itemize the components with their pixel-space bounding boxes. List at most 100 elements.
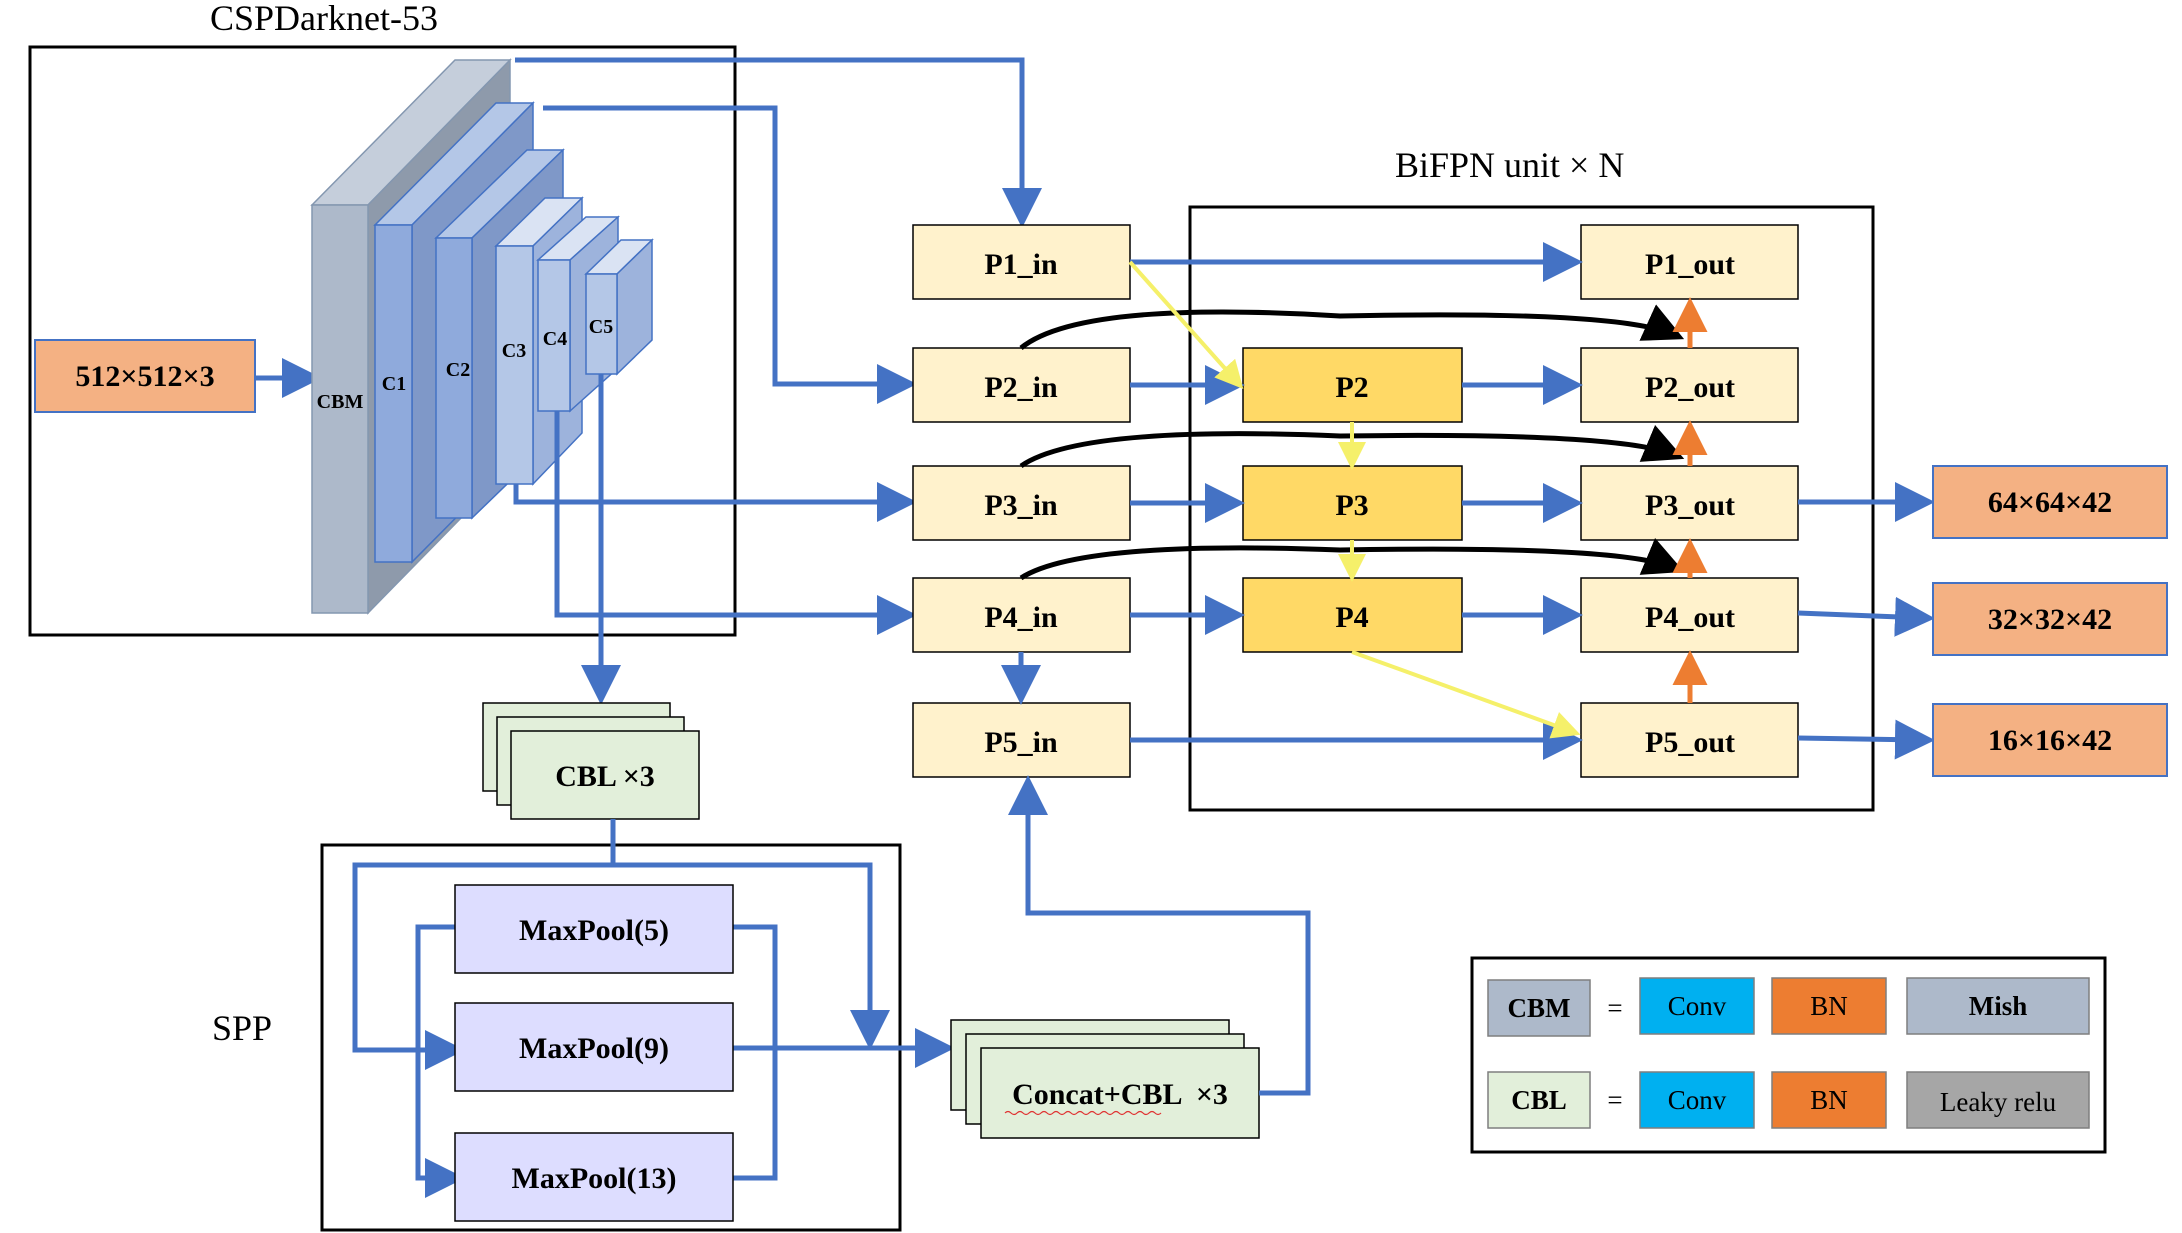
c3-to-p3in-arrow [513,482,917,522]
p3in-to-p3out-skip [1019,424,1685,469]
c4-layer-label: C4 [543,328,567,350]
c2-layer [435,237,473,519]
legend-cbl-eq: = [1607,1085,1622,1115]
concat-to-p5in-arrow [1008,775,1311,1096]
maxpool-13-box [454,1132,734,1222]
legend-cbm-mish-box [1906,977,2090,1035]
c1-layer [374,224,413,563]
output-shape-3-label: 16×16×42 [1988,724,2112,757]
input-shape-label: 512×512×3 [75,360,214,393]
p3-mid-label: P3 [1335,489,1368,522]
p4-mid-node [1242,577,1463,653]
p3-out-label: P3_out [1645,489,1735,522]
p5out-to-output-arrow [1797,719,1935,760]
p2-out-label: P2_out [1645,371,1735,404]
maxpool-merge-line [733,924,778,1181]
c3-layer [495,245,534,485]
cbm-layer [311,204,369,614]
p4-mid-label: P4 [1335,601,1368,634]
p-in-column: P1_in P2_in P3_in P4_in P5_in [912,224,1131,778]
p2in-to-p2out-skip [1019,304,1685,350]
legend-frame [1470,956,2107,1154]
c3-layer-label: C3 [502,340,526,362]
legend-cbm-bn-box [1771,977,1887,1035]
cbl-stack-front [510,730,700,820]
legend-cbl-leaky-label: Leaky relu [1940,1087,2057,1117]
maxpool-5-label: MaxPool(5) [519,914,669,947]
legend-cbm-conv-label: Conv [1668,991,1727,1021]
legend-cbm-bn-label: BN [1810,991,1848,1021]
p3-in-label: P3_in [984,489,1058,522]
legend-cbl-leaky-box [1906,1071,2090,1129]
backbone-title: CSPDarknet-53 [210,0,438,38]
legend-cbm-label: CBM [1508,993,1571,1023]
p2-in-label: P2_in [984,371,1058,404]
maxpool-9-box [454,1002,734,1092]
concat-label: Concat+CBL ×3 [1012,1078,1228,1111]
bifpn-title: BiFPN unit × N [1395,145,1624,185]
p1-out-label: P1_out [1645,248,1735,281]
output-shape-1-label: 64×64×42 [1988,486,2112,519]
c2-layer-label: C2 [446,359,470,381]
concat-spell-underline [1004,1110,1162,1116]
maxpool-13-label: MaxPool(13) [512,1162,677,1195]
p4-in-label: P4_in [984,601,1058,634]
legend-cbl-label: CBL [1511,1085,1567,1115]
legend: CBM = Conv BN Mish CBL = Conv BN Leaky r… [1487,977,2090,1129]
cbl-to-spp-line [352,819,616,1070]
p2-mid-node [1242,347,1463,423]
spp-title: SPP [212,1008,272,1048]
p4in-to-p4out-skip [1019,537,1685,581]
p4-in-node [912,577,1131,653]
legend-cbm-conv-box [1639,977,1755,1035]
p4out-to-output-arrow [1797,596,1935,637]
input-shape-box [34,339,256,413]
spp-identity-arrow [613,862,890,1050]
c1-layer-label: C1 [382,373,406,395]
cbl-stack [482,702,700,820]
p5-out-label: P5_out [1645,726,1735,759]
p3-out-node [1580,465,1799,541]
concat-stack [950,1019,1260,1139]
concat-stack-front [980,1047,1260,1139]
p1in-to-p2-arrow [1128,260,1244,389]
mid-column: P2 P3 P4 [1242,347,1463,653]
legend-cbm-mish-label: Mish [1969,991,2028,1021]
maxpool-5-box [454,884,734,974]
cbm-layer-label: CBM [317,391,364,413]
output-shape-1-box [1932,465,2168,539]
c5-layer-label: C5 [589,316,613,338]
output-shape-2-box [1932,582,2168,656]
p2-mid-label: P2 [1335,371,1368,404]
legend-cbl-box [1487,1071,1591,1129]
p4-out-label: P4_out [1645,601,1735,634]
legend-cbl-conv-label: Conv [1668,1085,1727,1115]
p-out-column: P1_out P2_out P3_out P4_out P5_out [1580,224,1799,778]
maxpool-9-label: MaxPool(9) [519,1032,669,1065]
c4-to-p4in-arrow [554,411,917,635]
p1-in-label: P1_in [984,248,1058,281]
legend-cbl-bn-box [1771,1071,1887,1129]
p4-to-p5out-arrow [1351,650,1581,739]
legend-cbm-box [1487,979,1591,1037]
legend-cbm-eq: = [1607,993,1622,1023]
legend-cbl-conv-box [1639,1071,1755,1129]
backbone-stack [310,58,654,615]
p3-in-node [912,465,1131,541]
output-shape-2-label: 32×32×42 [1988,603,2112,636]
backbone-frame [28,45,737,637]
c1-to-p1in-arrow [515,57,1042,228]
p5-in-label: P5_in [984,726,1058,759]
c5-layer [585,273,618,375]
cbl-stack-label: CBL ×3 [555,760,655,793]
c2-to-p2in-arrow [543,105,917,404]
spp-branch-line [415,924,465,1198]
output-shape-3-box [1932,703,2168,777]
p2-in-node [912,347,1131,423]
bifpn-frame [1188,205,1875,812]
legend-cbl-bn-label: BN [1810,1085,1848,1115]
c4-layer [537,259,571,412]
p5-in-node [912,702,1131,778]
